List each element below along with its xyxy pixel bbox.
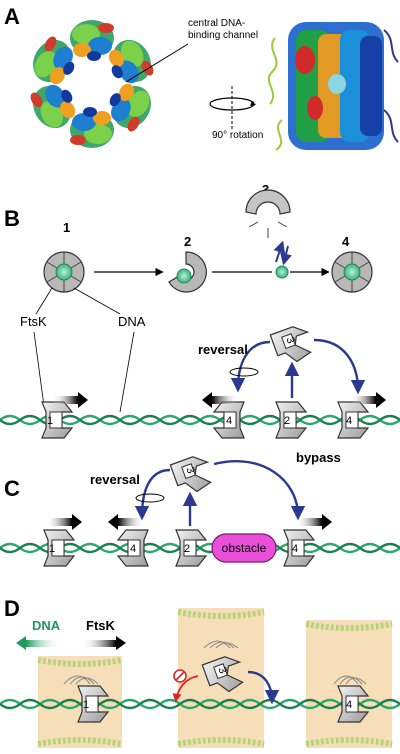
panel-c-letter: C bbox=[4, 476, 20, 501]
motor-4-b-num: 4 bbox=[226, 415, 232, 427]
motor-4-d-num: 4 bbox=[346, 699, 352, 711]
motor-1-b-num: 1 bbox=[47, 415, 53, 427]
motor-3-d-num: 3 bbox=[215, 665, 228, 675]
panel-a-letter: A bbox=[4, 4, 20, 29]
blue-arrow-reversal-b bbox=[230, 340, 271, 393]
prohibition-icon bbox=[173, 669, 187, 683]
motor-4-c-direction-head bbox=[108, 514, 118, 530]
motor-3-c-num: 3 bbox=[183, 465, 196, 475]
blue-arrow-up-3 bbox=[273, 240, 286, 263]
motor-4-b-direction-bar bbox=[212, 396, 238, 404]
dna-direction-head bbox=[16, 636, 26, 650]
dna-line-top bbox=[73, 287, 121, 315]
motor-4-b-right-direction-bar bbox=[350, 396, 376, 404]
motor-4-c-right-direction-bar bbox=[296, 518, 322, 526]
motor-3-d-open bbox=[201, 656, 244, 693]
motor-4-c-right-direction-head bbox=[322, 514, 332, 530]
step-3-label: 3 bbox=[262, 182, 269, 197]
motor-4-b-direction-head bbox=[202, 392, 212, 408]
channel-label-line1: central DNA- bbox=[188, 18, 245, 29]
motor-1-d-num: 1 bbox=[83, 699, 89, 711]
motor-4-d bbox=[337, 685, 370, 723]
blue-arrow-continue-b bbox=[313, 338, 366, 395]
blue-arrow-down-3 bbox=[280, 245, 292, 266]
dna-line-bottom bbox=[119, 331, 135, 413]
motor-3-b-num: 3 bbox=[283, 335, 296, 345]
motor-1-c bbox=[43, 529, 76, 567]
dna-label: DNA bbox=[118, 314, 146, 329]
motor-2-b-num: 2 bbox=[284, 415, 290, 427]
reversal-label-b: reversal bbox=[198, 342, 248, 357]
dna-legend-label: DNA bbox=[32, 618, 61, 633]
obstacle-label: obstacle bbox=[222, 541, 267, 555]
rotation-label: 90° rotation bbox=[212, 130, 263, 141]
blue-arrow-bypass-c bbox=[213, 459, 306, 521]
dna-helix-d bbox=[0, 698, 400, 710]
motor-2-c bbox=[175, 529, 208, 567]
motor-4-c-num: 4 bbox=[130, 543, 136, 555]
panel-b-letter: B bbox=[4, 206, 20, 231]
reversal-rotation-b bbox=[229, 367, 259, 377]
step-2-label: 2 bbox=[184, 234, 191, 249]
blue-arrow-d bbox=[247, 670, 280, 705]
motor-2-b bbox=[275, 401, 308, 439]
motor-3-c-open bbox=[169, 456, 212, 493]
channel-label-line2: binding channel bbox=[188, 30, 258, 41]
dna-direction-bar bbox=[26, 640, 60, 647]
reversal-rotation-c bbox=[135, 493, 165, 503]
ftsk-line-bottom bbox=[33, 331, 45, 407]
tethers-right bbox=[333, 675, 367, 685]
motor-3-b-open bbox=[269, 326, 312, 363]
blue-arrow-reversal-c bbox=[134, 468, 171, 521]
free-dna-dot bbox=[275, 265, 289, 279]
tethers-left bbox=[63, 675, 99, 685]
tethers-middle bbox=[203, 640, 239, 649]
dna-helix-b bbox=[0, 414, 400, 426]
ftsk-direction-bar bbox=[82, 640, 116, 647]
ftsk-line-top bbox=[35, 287, 53, 315]
ring-2-opening-hexamer bbox=[168, 251, 207, 293]
membrane-left bbox=[37, 656, 123, 748]
motor-4-c-right bbox=[283, 529, 316, 567]
motor-4-b-right-direction-head bbox=[376, 392, 386, 408]
reversal-label-c: reversal bbox=[90, 472, 140, 487]
channel-pointer-line bbox=[125, 43, 189, 83]
bypass-label-c: bypass bbox=[296, 450, 341, 465]
motor-4-c-right-num: 4 bbox=[292, 543, 298, 555]
motor-4b-right-num: 4 bbox=[346, 415, 352, 427]
dna-helix-c bbox=[0, 542, 400, 554]
motor-1-b-direction-head bbox=[78, 392, 88, 408]
ring-3-open-hexamer bbox=[245, 189, 291, 238]
membrane-right bbox=[305, 620, 393, 748]
ftsk-legend-label: FtsK bbox=[86, 618, 116, 633]
motor-4-b-reversed bbox=[212, 401, 245, 439]
motor-1-c-direction-bar bbox=[46, 518, 72, 526]
ring-1-full-hexamer bbox=[43, 251, 85, 293]
panel-d-letter: D bbox=[4, 596, 20, 621]
motor-4-c-reversed bbox=[116, 529, 149, 567]
step-4-label: 4 bbox=[342, 234, 350, 249]
motor-1-c-num: 1 bbox=[49, 543, 55, 555]
motor-1-b bbox=[41, 401, 74, 439]
motor-4-c-direction-bar bbox=[118, 518, 144, 526]
obstacle bbox=[211, 533, 277, 563]
step-1-label: 1 bbox=[63, 220, 70, 235]
ftsk-label: FtsK bbox=[20, 314, 47, 329]
rotation-icon bbox=[209, 86, 256, 130]
motor-2-c-num: 2 bbox=[184, 543, 190, 555]
hexamer-top-view bbox=[25, 20, 159, 148]
blocked-reversal-arrow bbox=[172, 675, 199, 703]
motor-1-b-direction-bar bbox=[52, 396, 78, 404]
motor-1-c-direction-head bbox=[72, 514, 82, 530]
motor-1-d bbox=[77, 685, 110, 723]
ftsk-direction-head bbox=[116, 636, 126, 650]
hexamer-side-view bbox=[267, 22, 399, 151]
ring-4-full-hexamer bbox=[331, 251, 373, 293]
motor-4-b-right bbox=[337, 401, 370, 439]
